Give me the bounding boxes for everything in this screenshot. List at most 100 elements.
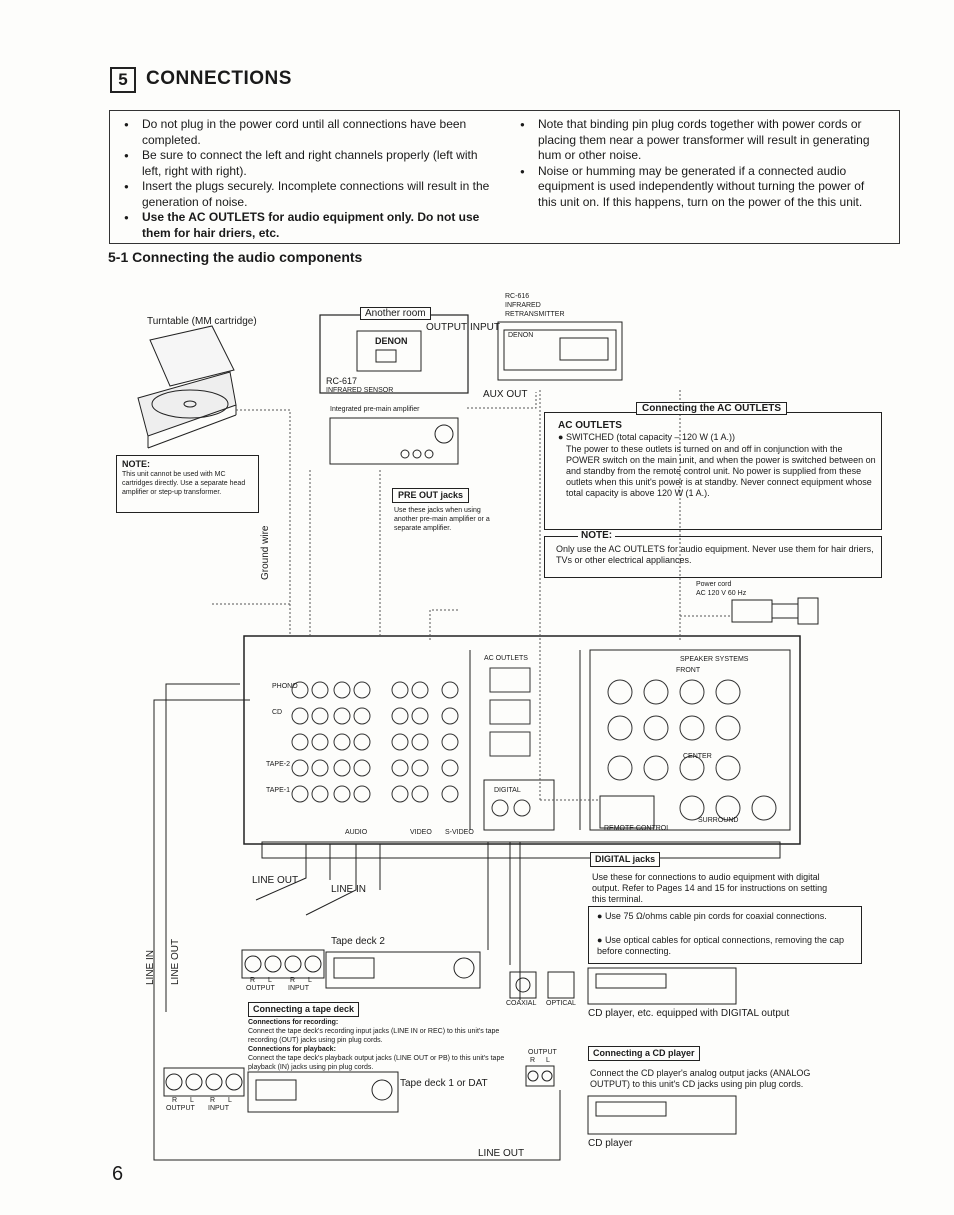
speaker-systems-label: SPEAKER SYSTEMS: [680, 656, 749, 663]
surround-speaker-label: SURROUND: [698, 817, 739, 824]
digital-bullet-1-text: Use 75 Ω/ohms cable pin cords for coaxia…: [604, 911, 827, 921]
tape-rec-text: Connect the tape deck's recording input …: [248, 1028, 500, 1044]
digital-bullet-2: ● Use optical cables for optical connect…: [597, 935, 845, 956]
ac-outlets-note-text: Only use the AC OUTLETS for audio equipm…: [556, 544, 874, 565]
aux-out-label: AUX OUT: [483, 389, 528, 400]
integrated-amp-icon: [329, 417, 459, 465]
ac-outlets-body: The power to these outlets is turned on …: [566, 444, 876, 498]
cd-box-text: Connect the CD player's analog output ja…: [590, 1068, 811, 1089]
power-plug-icon: [731, 599, 773, 623]
turntable-icon: [137, 325, 237, 449]
rc616-icon: [497, 321, 623, 381]
tape1-title: Tape deck 1 or DAT: [400, 1078, 488, 1089]
amp-desc: Integrated pre-main amplifier: [330, 406, 420, 413]
tape1-l1: L: [190, 1097, 194, 1104]
page-number: 6: [112, 1163, 124, 1185]
another-room-output: OUTPUT: [426, 322, 468, 333]
cd-player-icon: [587, 1095, 737, 1135]
cd-player-digital-icon: [587, 967, 737, 1005]
precaution-item: Note that binding pin plug cords togethe…: [514, 117, 882, 164]
rc616-line2: RETRANSMITTER: [505, 311, 565, 318]
tape2-input: INPUT: [288, 985, 309, 992]
digital-jacks-title: DIGITAL jacks: [590, 852, 661, 867]
another-room-title: Another room: [360, 307, 431, 320]
precaution-item: Insert the plugs securely. Incomplete co…: [118, 179, 493, 210]
phono-label: PHONO: [272, 683, 298, 690]
ac-outlets-heading: AC OUTLETS: [558, 420, 622, 431]
subsection-title: 5-1 Connecting the audio components: [108, 249, 363, 265]
tape-play-text: Connect the tape deck's playback output …: [248, 1055, 505, 1071]
tape1-output: OUTPUT: [166, 1105, 195, 1112]
coaxial-label: COAXIAL: [506, 1000, 537, 1007]
amp-knobs: [400, 449, 434, 459]
tape-box-body: Connections for recording: Connect the t…: [248, 1018, 516, 1072]
coaxial-jack-icon: [509, 971, 537, 999]
rear-panel-jacks: [291, 667, 777, 821]
precautions-left: Do not plug in the power cord until all …: [118, 117, 493, 241]
tape1-line-out: LINE OUT: [478, 1148, 525, 1159]
ac-outlets-note-title: NOTE:: [578, 530, 616, 541]
cd-output-jacks: [525, 1065, 555, 1087]
pre-out-text: Use these jacks when using another pre-m…: [394, 507, 490, 532]
precaution-item: Use the AC OUTLETS for audio equipment o…: [118, 210, 493, 241]
receiver-rear-panel: [243, 635, 801, 845]
remote-control-label: REMOTE CONTROL: [604, 825, 671, 832]
tape2-output: OUTPUT: [246, 985, 275, 992]
tape1-label: TAPE-1: [266, 787, 290, 794]
digital-rear-label: DIGITAL: [494, 787, 521, 794]
cd-digital-label: CD player, etc. equipped with DIGITAL ou…: [588, 1008, 790, 1019]
ac-outlets-switched-text: SWITCHED (total capacity – 120 W (1 A.)): [565, 432, 735, 442]
precautions-right: Note that binding pin plug cords togethe…: [514, 117, 882, 210]
speaker-terminal-panel: [589, 649, 791, 831]
tape1-input: INPUT: [208, 1105, 229, 1112]
tape-deck-2-jacks: [241, 949, 325, 979]
turntable-note-title: NOTE:: [122, 459, 150, 469]
side-line-in-label: LINE IN: [145, 949, 156, 985]
remote-control-jack: [599, 795, 655, 829]
optical-jack-icon: [547, 971, 575, 999]
receiver-base: [261, 841, 781, 859]
optical-label: OPTICAL: [546, 1000, 576, 1007]
tape-box-title: Connecting a tape deck: [248, 1002, 360, 1017]
rc617-sensor-icon: [356, 330, 422, 372]
denon-logo: DENON: [375, 336, 408, 346]
ac-outlets-note-box: [544, 536, 882, 578]
turntable-note-text: This unit cannot be used with MC cartrid…: [122, 471, 246, 496]
cd-player-label: CD player: [588, 1138, 633, 1149]
tape1-r1: R: [172, 1097, 178, 1104]
tape2-label: TAPE-2: [266, 761, 290, 768]
cd-r-label: R: [530, 1057, 536, 1064]
precautions-box: Do not plug in the power cord until all …: [109, 110, 900, 244]
turntable-label: Turntable (MM cartridge): [147, 316, 257, 327]
precaution-item: Do not plug in the power cord until all …: [118, 117, 493, 148]
rc617-model: RC-617: [326, 376, 358, 386]
tape2-title: Tape deck 2: [331, 936, 385, 947]
s-video-label: S-VIDEO: [445, 829, 474, 836]
tape2-r1: R: [250, 977, 256, 984]
tape2-l1: L: [268, 977, 272, 984]
ground-wire-label: Ground wire: [260, 525, 271, 580]
tape-deck-1-icon: [247, 1071, 399, 1113]
digital-jacks-text: Use these for connections to audio equip…: [592, 872, 828, 904]
digital-jacks-bullets: ● Use 75 Ω/ohms cable pin cords for coax…: [588, 906, 862, 964]
rc617-desc: INFRARED SENSOR: [326, 387, 394, 394]
tape2-line-in-label: LINE IN: [331, 884, 367, 895]
section-number: 5: [110, 67, 136, 93]
video-label: VIDEO: [410, 829, 432, 836]
section-title: CONNECTIONS: [146, 68, 292, 89]
audio-label: AUDIO: [345, 829, 368, 836]
digital-bullet-2-text: Use optical cables for optical connectio…: [597, 935, 845, 956]
power-cord-spec: AC 120 V 60 Hz: [696, 590, 747, 597]
tape1-r2: R: [210, 1097, 216, 1104]
tape-play-title: Connections for playback:: [248, 1046, 336, 1053]
cd-l-label: L: [546, 1057, 550, 1064]
turntable-note-box: NOTE: This unit cannot be used with MC c…: [116, 455, 259, 513]
tape2-l2: L: [308, 977, 312, 984]
tape2-r2: R: [290, 977, 296, 984]
tape-rec-title: Connections for recording:: [248, 1019, 339, 1026]
rear-ac-outlets-label: AC OUTLETS: [484, 655, 528, 662]
tape-deck-2-icon: [325, 951, 481, 989]
ac-outlets-switched: ● SWITCHED (total capacity – 120 W (1 A.…: [558, 432, 735, 442]
tape1-l2: L: [228, 1097, 232, 1104]
precaution-item: Be sure to connect the left and right ch…: [118, 148, 493, 179]
